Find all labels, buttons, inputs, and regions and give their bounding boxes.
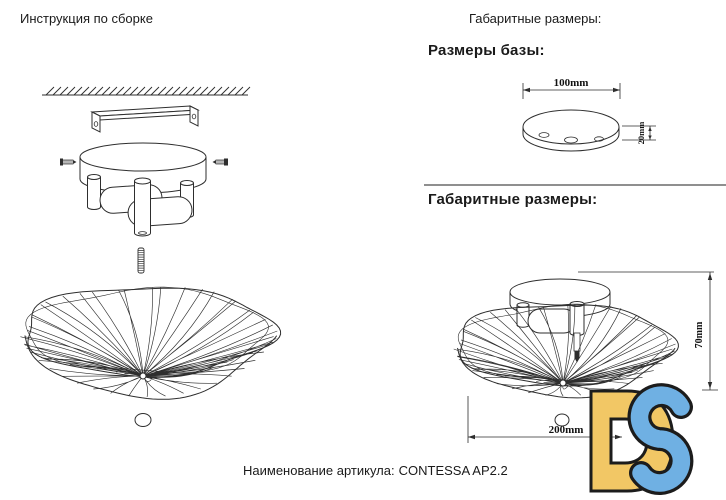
section-divider [424, 184, 726, 186]
bracket-hole-left [93, 121, 99, 127]
mounting-bracket [90, 105, 200, 133]
threaded-rod [137, 247, 145, 274]
overall-dimensions-heading: Габаритные размеры: [428, 191, 598, 208]
base-dimensions-heading: Размеры базы: [428, 42, 545, 59]
base-dimensions-diagram: 100mm 20mm [522, 77, 656, 152]
overall-dimensions-diagram: 70mm 200mm [453, 271, 718, 443]
ceiling-hatch [42, 86, 251, 96]
base-hole [564, 136, 578, 144]
wire-shade-drawing [20, 286, 282, 400]
assembly-diagram [42, 86, 251, 237]
logo-letter-s [630, 386, 691, 492]
screw-right-icon [212, 158, 228, 166]
base-hole [538, 132, 550, 138]
base-hole [594, 136, 604, 142]
lamp-sockets [516, 301, 585, 363]
page-title: Инструкция по сборке [20, 11, 153, 26]
overall-dimensions-label: Габаритные размеры: [469, 11, 602, 26]
lamp-sockets [87, 174, 194, 237]
article-label: Наименование артикула: [243, 463, 395, 478]
finial [134, 413, 152, 427]
article-number: CONTESSA AP2.2 [398, 463, 508, 478]
canopy-base [79, 142, 207, 194]
fixture-height-label: 70mm [694, 321, 705, 348]
brand-logo [589, 383, 694, 495]
finial [554, 413, 570, 427]
thickness-dimension: 20mm [622, 122, 656, 145]
screw-left-icon [60, 158, 77, 166]
center-screw [574, 351, 580, 363]
height-dimension: 70mm [578, 271, 718, 391]
fixture-diameter-label: 200mm [549, 424, 584, 436]
width-dimension: 100mm [522, 77, 621, 99]
base-disc [522, 109, 620, 152]
base-thickness-label: 20mm [636, 122, 646, 145]
shade-exploded-diagram [20, 247, 282, 427]
wire-shade-drawing [453, 303, 679, 399]
article-line: Наименование артикула:CONTESSA AP2.2 [243, 463, 508, 478]
base-diameter-label: 100mm [554, 77, 589, 89]
bracket-hole-right [191, 113, 197, 120]
